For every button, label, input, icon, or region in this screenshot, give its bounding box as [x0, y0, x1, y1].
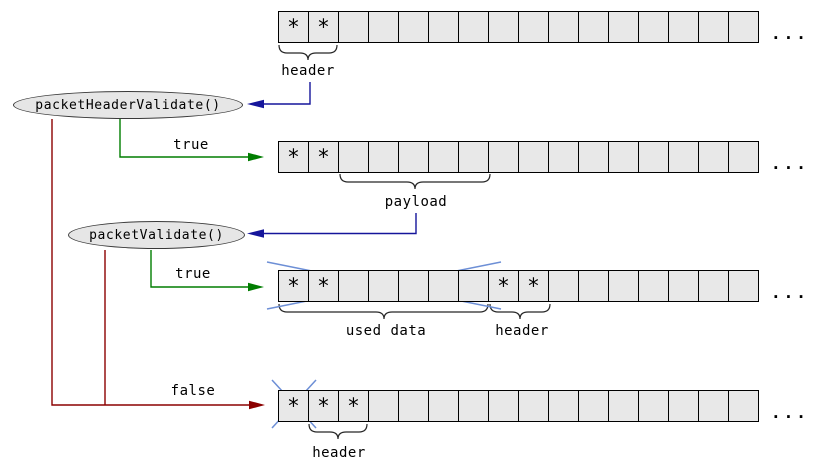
- true-branch-label-1: true: [173, 137, 209, 153]
- buffer-cell-free: [698, 270, 729, 302]
- buffer-cell-free: [488, 11, 519, 43]
- header-brace-row1: [278, 44, 338, 61]
- buffer-cell-free: [398, 270, 429, 302]
- buffer-cell-used: *: [308, 270, 339, 302]
- packet-header-validate-label: packetHeaderValidate(): [35, 97, 221, 113]
- buffer-cell-free: [698, 11, 729, 43]
- buffer-cell-free: [368, 390, 399, 422]
- false-branch-arrow: [51, 119, 265, 410]
- buffer-cell-free: [548, 390, 579, 422]
- buffer-cell-free: [638, 270, 669, 302]
- buffer-cell-free: [488, 141, 519, 173]
- buffer-cell-free: [668, 390, 699, 422]
- buffer-cell-free: [638, 11, 669, 43]
- buffer-cell-used: *: [308, 141, 339, 173]
- header-label-row1: header: [281, 63, 335, 79]
- header-label-row4: header: [312, 445, 366, 461]
- buffer-cell-used: *: [308, 390, 339, 422]
- buffer-cell-free: [698, 390, 729, 422]
- buffer-cell-free: [368, 270, 399, 302]
- packet-buffer-row-3: ****: [278, 270, 759, 302]
- buffer-cell-free: [488, 390, 519, 422]
- buffer-cell-free: [668, 11, 699, 43]
- buffer-cell-free: [398, 11, 429, 43]
- buffer-cell-used: *: [278, 141, 309, 173]
- packet-buffer-row-2: **: [278, 141, 759, 173]
- row1-continuation-ellipsis: ...: [771, 24, 809, 43]
- packet-validate-label: packetValidate(): [89, 227, 224, 243]
- buffer-cell-free: [428, 270, 459, 302]
- row3-continuation-ellipsis: ...: [771, 283, 809, 302]
- buffer-cell-free: [398, 141, 429, 173]
- header-pointer-arrow: [247, 82, 311, 109]
- buffer-cell-free: [548, 270, 579, 302]
- buffer-cell-free: [578, 141, 609, 173]
- row2-continuation-ellipsis: ...: [771, 154, 809, 173]
- buffer-cell-free: [518, 390, 549, 422]
- buffer-cell-free: [638, 141, 669, 173]
- buffer-cell-used: *: [308, 11, 339, 43]
- true-branch-arrow-2: [150, 250, 264, 292]
- payload-label: payload: [384, 194, 448, 210]
- buffer-cell-free: [698, 141, 729, 173]
- buffer-cell-free: [458, 270, 489, 302]
- buffer-cell-free: [338, 270, 369, 302]
- buffer-cell-free: [608, 390, 639, 422]
- header-label-row3: header: [495, 323, 549, 339]
- header-brace-row3: [489, 303, 551, 320]
- buffer-cell-free: [548, 141, 579, 173]
- true-branch-arrow-1: [119, 119, 264, 162]
- header-brace-row4: [308, 423, 368, 440]
- packet-buffer-row-4: ***: [278, 390, 759, 422]
- buffer-cell-free: [728, 270, 759, 302]
- buffer-cell-free: [578, 11, 609, 43]
- packet-validate-node: packetValidate(): [68, 221, 245, 249]
- buffer-cell-free: [608, 270, 639, 302]
- buffer-cell-used: *: [338, 390, 369, 422]
- buffer-cell-free: [578, 270, 609, 302]
- true-branch-label-2: true: [175, 266, 211, 282]
- buffer-cell-used: *: [278, 270, 309, 302]
- packet-header-validate-node: packetHeaderValidate(): [13, 91, 243, 119]
- buffer-cell-free: [638, 390, 669, 422]
- buffer-cell-free: [668, 141, 699, 173]
- buffer-cell-free: [458, 141, 489, 173]
- buffer-cell-free: [428, 141, 459, 173]
- buffer-cell-free: [608, 141, 639, 173]
- used-data-brace: [278, 303, 489, 320]
- packet-buffer-row-1: **: [278, 11, 759, 43]
- buffer-cell-free: [728, 390, 759, 422]
- buffer-cell-free: [578, 390, 609, 422]
- buffer-cell-free: [518, 141, 549, 173]
- buffer-cell-free: [368, 11, 399, 43]
- buffer-cell-free: [728, 11, 759, 43]
- payload-pointer-arrow: [247, 213, 417, 238]
- buffer-cell-used: *: [518, 270, 549, 302]
- buffer-cell-free: [728, 141, 759, 173]
- payload-brace: [339, 173, 491, 190]
- buffer-cell-free: [458, 390, 489, 422]
- buffer-cell-used: *: [278, 390, 309, 422]
- buffer-cell-free: [338, 141, 369, 173]
- used-data-label: used data: [345, 323, 427, 339]
- buffer-cell-free: [338, 11, 369, 43]
- buffer-cell-used: *: [488, 270, 519, 302]
- buffer-cell-free: [398, 390, 429, 422]
- row4-continuation-ellipsis: ...: [771, 403, 809, 422]
- buffer-cell-free: [608, 11, 639, 43]
- buffer-cell-free: [428, 11, 459, 43]
- buffer-cell-free: [428, 390, 459, 422]
- buffer-cell-free: [548, 11, 579, 43]
- buffer-cell-free: [368, 141, 399, 173]
- false-branch-label: false: [170, 383, 216, 399]
- buffer-cell-free: [518, 11, 549, 43]
- buffer-cell-free: [668, 270, 699, 302]
- buffer-cell-used: *: [278, 11, 309, 43]
- buffer-cell-free: [458, 11, 489, 43]
